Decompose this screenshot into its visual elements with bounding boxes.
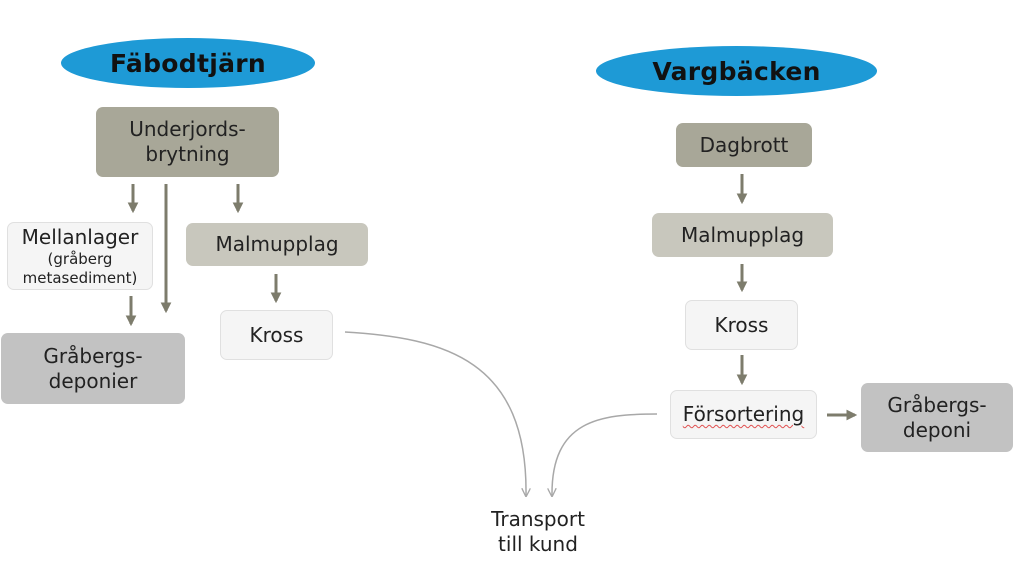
transport-line-1: Transport [491, 507, 585, 531]
site-title-fabodtjarn-text: Fäbodtjärn [110, 48, 266, 78]
waste-dump-line-2: deponi [902, 417, 972, 442]
underground-mining-line-1: Underjords- [129, 117, 246, 141]
ore-stockpile-box-left: Malmupplag [186, 223, 368, 266]
intermediate-stockpile-note-1: (gråberg [47, 249, 113, 268]
curve-presorting-to-transport [552, 413, 658, 496]
open-pit-label: Dagbrott [699, 132, 789, 157]
crusher-left-label: Kross [249, 322, 304, 347]
intermediate-stockpile-note-2: metasediment) [22, 268, 138, 287]
site-title-fabodtjarn: Fäbodtjärn [61, 38, 315, 88]
open-pit-box: Dagbrott [676, 123, 812, 167]
waste-dumps-line-1: Gråbergs- [43, 343, 143, 368]
presorting-label: Försortering [682, 402, 805, 426]
transport-to-customer: Transport till kund [468, 507, 608, 557]
presorting-box: Försortering [670, 390, 817, 439]
crusher-right-label: Kross [714, 312, 769, 337]
intermediate-stockpile-box: Mellanlager (gråberg metasediment) [7, 222, 153, 290]
ore-stockpile-box-right: Malmupplag [652, 213, 833, 257]
ore-stockpile-left-label: Malmupplag [215, 232, 339, 256]
waste-dump-box: Gråbergs- deponi [861, 383, 1013, 452]
waste-dumps-line-2: deponier [48, 368, 138, 393]
transport-line-2: till kund [498, 532, 578, 556]
site-title-vargbacken: Vargbäcken [596, 46, 877, 96]
underground-mining-line-2: brytning [145, 142, 230, 166]
intermediate-stockpile-label: Mellanlager [21, 224, 139, 249]
underground-mining-box: Underjords- brytning [96, 107, 279, 177]
crusher-box-right: Kross [685, 300, 798, 350]
curve-left-crusher-to-transport [344, 331, 526, 496]
waste-dumps-box: Gråbergs- deponier [1, 333, 185, 404]
waste-dump-line-1: Gråbergs- [887, 392, 987, 417]
ore-stockpile-right-label: Malmupplag [680, 222, 805, 247]
site-title-vargbacken-text: Vargbäcken [652, 56, 821, 86]
crusher-box-left: Kross [220, 310, 333, 360]
